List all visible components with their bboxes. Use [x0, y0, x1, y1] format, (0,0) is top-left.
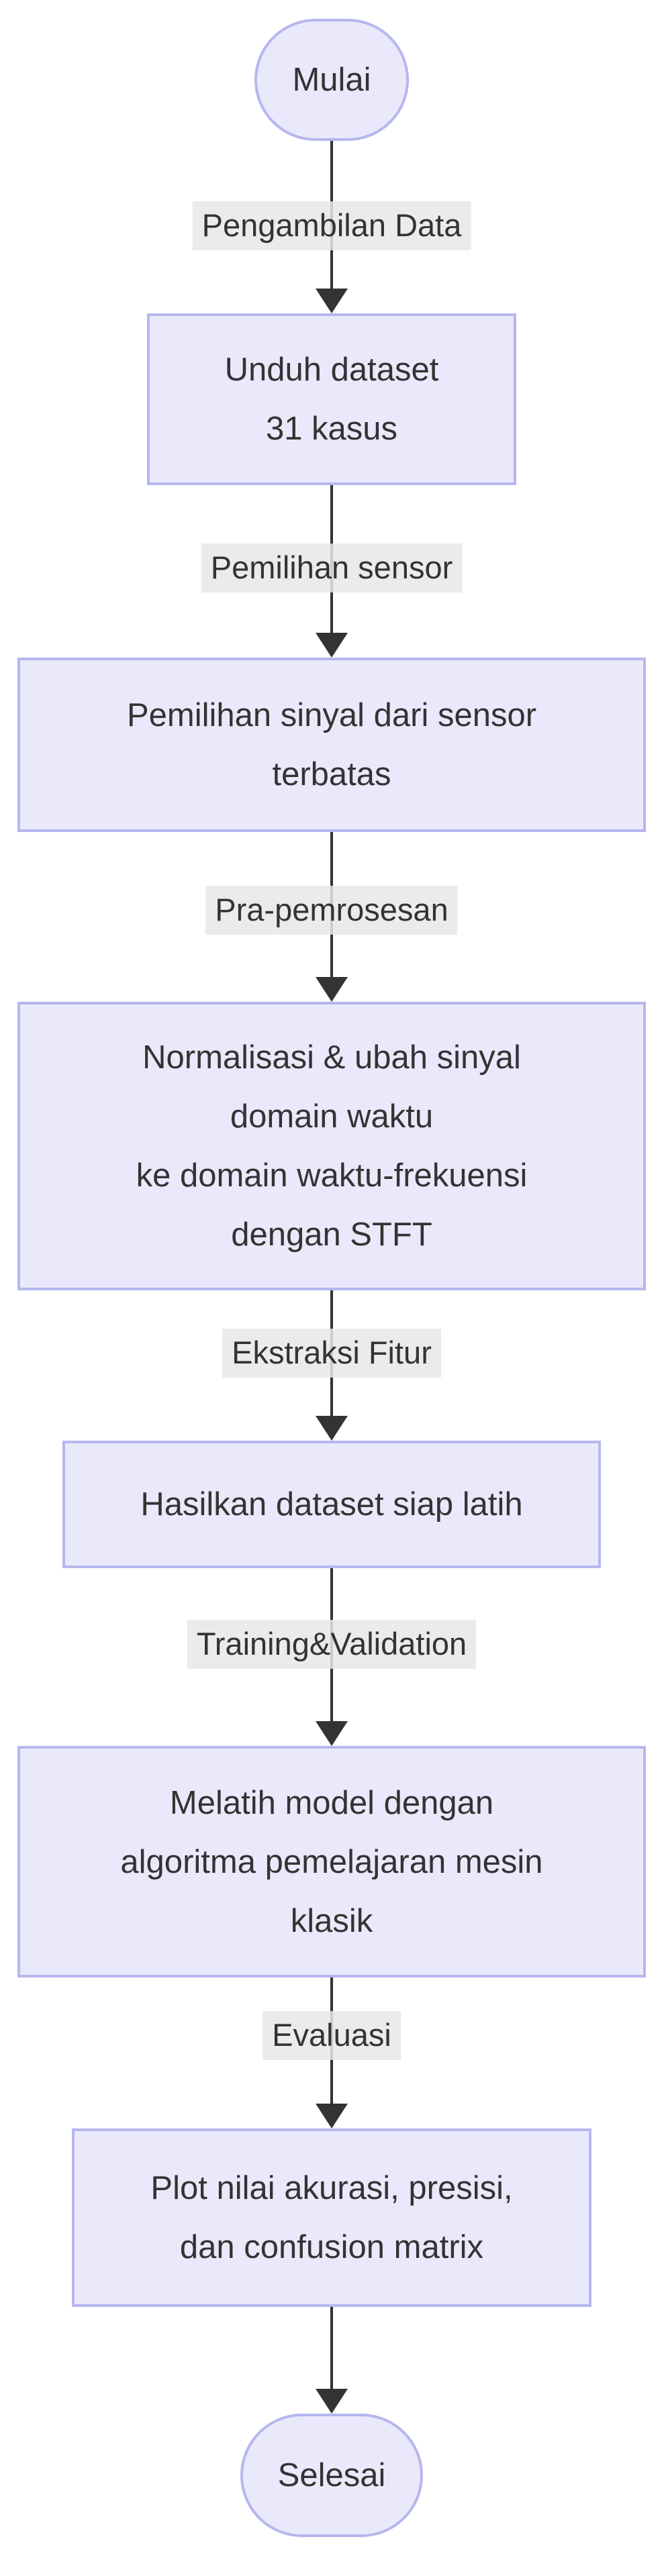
node-text-line: ke domain waktu-frekuensi: [136, 1157, 528, 1194]
arrow-down-icon: [316, 2104, 348, 2128]
node-unduh-dataset: Unduh dataset 31 kasus: [147, 313, 516, 485]
node-text-line: Melatih model dengan: [169, 1784, 494, 1821]
node-pemilihan-sinyal: Pemilihan sinyal dari sensor terbatas: [17, 658, 646, 832]
node-text-line: klasik: [290, 1902, 373, 1939]
edge-label-pengambilan-data: Pengambilan Data: [192, 201, 471, 250]
node-text-line: algoritma pemelajaran mesin: [120, 1843, 543, 1880]
node-mulai: Mulai: [254, 19, 409, 141]
arrow-down-icon: [316, 633, 348, 658]
node-plot-hasil: Plot nilai akurasi, presisi, dan confusi…: [72, 2128, 591, 2307]
edge-label-pra-pemrosesan: Pra-pemrosesan: [205, 886, 458, 935]
node-normalisasi-stft: Normalisasi & ubah sinyal domain waktu k…: [17, 1002, 646, 1290]
node-text-line: Normalisasi & ubah sinyal: [142, 1039, 521, 1076]
node-text-line: Plot nilai akurasi, presisi,: [150, 2170, 513, 2206]
node-hasilkan-dataset: Hasilkan dataset siap latih: [62, 1441, 601, 1568]
node-label: Selesai: [277, 2457, 386, 2493]
node-text-line: dan confusion matrix: [179, 2229, 484, 2265]
node-label: Mulai: [292, 62, 371, 98]
edge-label-ekstraksi-fitur: Ekstraksi Fitur: [222, 1329, 441, 1378]
edge-label-pemilihan-sensor: Pemilihan sensor: [201, 544, 463, 593]
edge-label-training-validation: Training&Validation: [187, 1620, 477, 1669]
node-text-line: Hasilkan dataset siap latih: [140, 1486, 523, 1523]
edge-label-evaluasi: Evaluasi: [263, 2011, 401, 2060]
arrow-down-icon: [316, 1721, 348, 1746]
arrow-down-icon: [316, 977, 348, 1002]
node-melatih-model: Melatih model dengan algoritma pemelajar…: [17, 1746, 646, 1977]
arrow-down-icon: [316, 289, 348, 313]
arrow-down-icon: [316, 2389, 348, 2414]
edge-connector-line: [330, 2307, 333, 2389]
node-text-line: dengan STFT: [231, 1217, 432, 1253]
node-text-line: Unduh dataset: [224, 352, 439, 388]
node-text-line: domain waktu: [230, 1098, 434, 1135]
node-text-line: Pemilihan sinyal dari sensor: [126, 697, 537, 733]
arrow-down-icon: [316, 1416, 348, 1441]
node-selesai: Selesai: [240, 2414, 423, 2537]
node-text-line: terbatas: [272, 756, 391, 792]
node-text-line: 31 kasus: [265, 411, 398, 447]
